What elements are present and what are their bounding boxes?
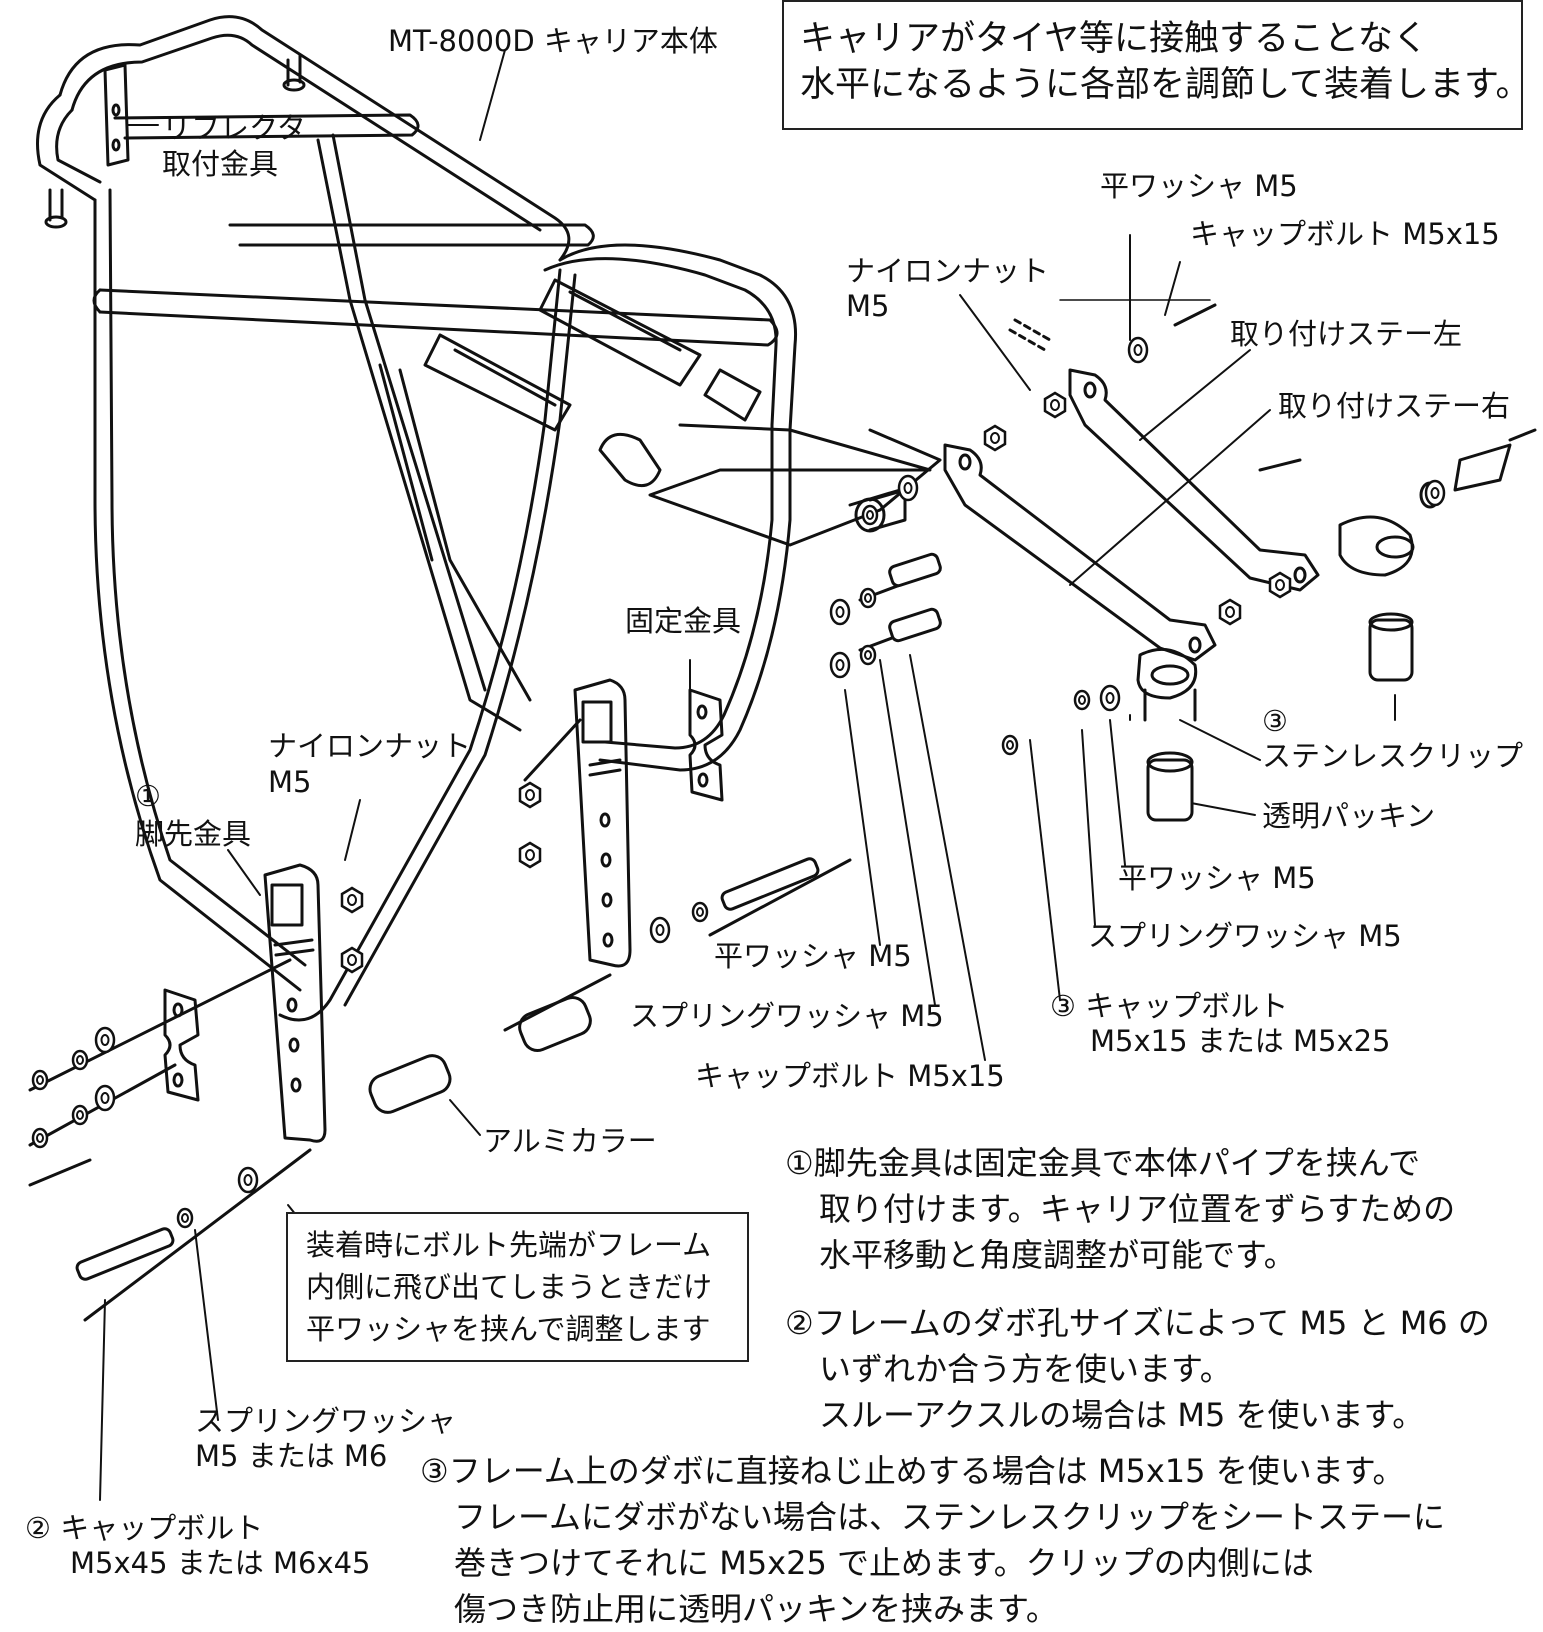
note-2-line-1: ②フレームのダボ孔サイズによって M5 と M6 の — [785, 1304, 1490, 1342]
label-foot-number: ① — [135, 779, 161, 813]
washer-box-line-3: 平ワッシャを挟んで調整します — [306, 1312, 711, 1346]
label-carrier-body: MT-8000D キャリア本体 — [388, 24, 718, 58]
middle-fasteners — [518, 488, 942, 1053]
note-2: ②フレームのダボ孔サイズによって M5 と M6 の いずれか合う方を使います。… — [785, 1300, 1490, 1438]
carrier-body — [36, 15, 942, 1022]
label-reflector-1: リフレクタ — [162, 111, 306, 145]
header-note-line-1: キャリアがタイヤ等に接触することなく — [800, 19, 1428, 59]
label-mid-cap-bolt: キャップボルト M5x15 — [695, 1059, 1005, 1093]
note-1-line-2: 取り付けます。キャリア位置をずらすための — [819, 1190, 1456, 1228]
stainless-clips — [1136, 428, 1537, 822]
washer-box-line-2: 内側に飛び出てしまうときだけ — [306, 1270, 713, 1304]
label-right-cap-bolt-2: M5x15 または M5x25 — [1090, 1024, 1391, 1058]
note-2-line-2: いずれか合う方を使います。 — [819, 1350, 1232, 1388]
note-3-line-4: 傷つき防止用に透明パッキンを挟みます。 — [454, 1590, 1058, 1628]
label-nylon-nut-left-2: M5 — [268, 765, 312, 799]
note-3-line-3: 巻きつけてそれに M5x25 で止めます。クリップの内側には — [454, 1544, 1314, 1582]
label-nylon-nut-top-2: M5 — [846, 289, 890, 323]
label-bottom-cap-bolt-1: ② キャップボルト — [25, 1511, 264, 1545]
foot-bracket-left — [28, 863, 452, 1322]
label-top-flat-washer: 平ワッシャ M5 — [1100, 169, 1298, 203]
note-3: ③フレーム上のダボに直接ねじ止めする場合は M5x15 を使います。 フレームに… — [420, 1448, 1445, 1632]
note-2-line-3: スルーアクスルの場合は M5 を使います。 — [819, 1396, 1425, 1434]
label-nylon-nut-top-1: ナイロンナット — [846, 254, 1050, 288]
label-mid-flat-washer: 平ワッシャ M5 — [714, 939, 912, 973]
washer-box-line-1: 装着時にボルト先端がフレーム — [306, 1228, 712, 1262]
label-mid-spring-washer: スプリングワッシャ M5 — [630, 999, 944, 1033]
label-stay-left: 取り付けステー左 — [1230, 317, 1463, 351]
note-1-line-1: ①脚先金具は固定金具で本体パイプを挟んで — [785, 1144, 1421, 1182]
label-right-spring-washer: スプリングワッシャ M5 — [1088, 919, 1402, 953]
label-alu-collar: アルミカラー — [483, 1124, 657, 1158]
label-bottom-cap-bolt-2: M5x45 または M6x45 — [70, 1546, 371, 1580]
note-3-line-2: フレームにダボがない場合は、ステンレスクリップをシートステーに — [454, 1498, 1446, 1536]
label-clip-number: ③ — [1262, 704, 1288, 738]
note-1: ①脚先金具は固定金具で本体パイプを挟んで 取り付けます。キャリア位置をずらすため… — [785, 1140, 1455, 1278]
header-note-line-2: 水平になるように各部を調節して装着します。 — [800, 65, 1531, 105]
note-1-line-3: 水平移動と角度調整が可能です。 — [819, 1236, 1296, 1274]
label-reflector-2: 取付金具 — [162, 147, 279, 181]
label-foot-bracket: 脚先金具 — [135, 817, 252, 851]
label-stainless-clip: ステンレスクリップ — [1262, 739, 1524, 773]
label-stay-right: 取り付けステー右 — [1278, 389, 1511, 423]
washer-adjust-box: 装着時にボルト先端がフレーム 内側に飛び出てしまうときだけ 平ワッシャを挟んで調… — [286, 1212, 749, 1362]
foot-bracket-center — [503, 678, 632, 1032]
label-right-cap-bolt-1: ③ キャップボルト — [1050, 989, 1289, 1023]
label-clear-packing: 透明パッキン — [1262, 799, 1436, 833]
label-spring-washer-m5m6-2: M5 または M6 — [195, 1439, 388, 1473]
label-top-cap-bolt: キャップボルト M5x15 — [1190, 217, 1500, 251]
header-note-box: キャリアがタイヤ等に接触することなく 水平になるように各部を調節して装着します。 — [782, 0, 1531, 130]
label-nylon-nut-left-1: ナイロンナット — [268, 729, 472, 763]
label-right-flat-washer: 平ワッシャ M5 — [1118, 861, 1316, 895]
fixing-bracket — [523, 688, 724, 802]
label-fixing-bracket: 固定金具 — [625, 604, 742, 638]
label-spring-washer-m5m6-1: スプリングワッシャ — [195, 1404, 457, 1438]
note-3-line-1: ③フレーム上のダボに直接ねじ止めする場合は M5x15 を使います。 — [420, 1452, 1405, 1490]
leader-lines — [99, 49, 1396, 1501]
